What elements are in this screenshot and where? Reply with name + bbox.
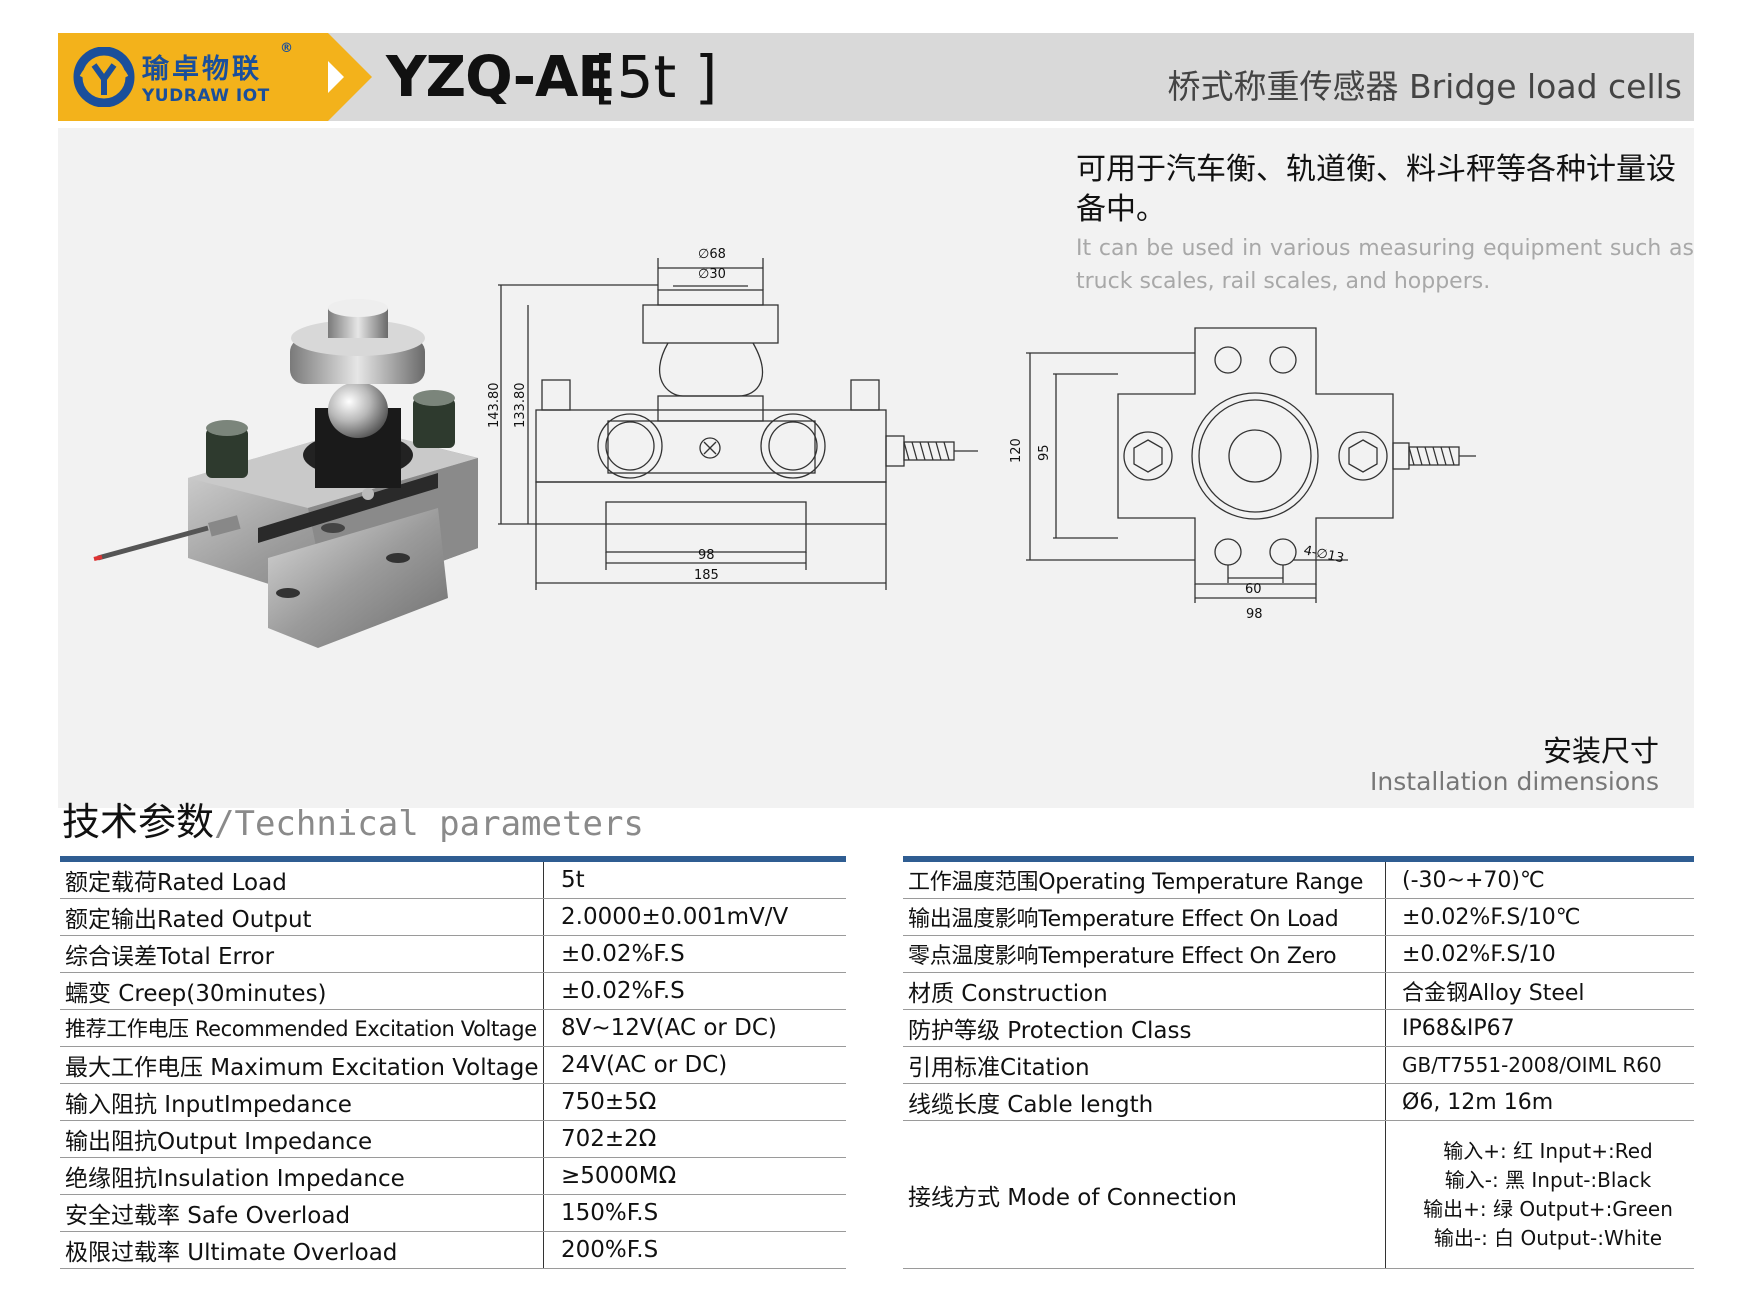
spec-value: 750±5Ω bbox=[561, 1089, 657, 1115]
spec-label: 额定输出Rated Output bbox=[60, 899, 544, 935]
spec-table-right: 工作温度范围Operating Temperature Range (-30~+7… bbox=[903, 856, 1694, 1269]
table-row: 线缆长度 Cable length Ø6, 12m 16m bbox=[903, 1084, 1694, 1121]
spec-table-left: 额定载荷Rated Load 5t 额定输出Rated Output 2.0000±… bbox=[60, 856, 846, 1269]
table-row: 引用标准Citation GB/T7551-2008/OIML R60 bbox=[903, 1047, 1694, 1084]
spec-value: (-30~+70)℃ bbox=[1402, 867, 1545, 893]
table-row: 工作温度范围Operating Temperature Range (-30~+7… bbox=[903, 862, 1694, 899]
table-row-connection: 接线方式 Mode of Connection 输入+: 红 Input+:Re… bbox=[903, 1121, 1694, 1269]
dim-base-inner: 98 bbox=[698, 548, 715, 563]
spec-value: ≥5000MΩ bbox=[561, 1163, 677, 1189]
spec-value: Ø6, 12m 16m bbox=[1402, 1089, 1554, 1115]
dim-hole-spacing: 60 bbox=[1245, 582, 1262, 597]
spec-label: 推荐工作电压 Recommended Excitation Voltage bbox=[60, 1010, 544, 1046]
tech-title-cn: 技术参数 bbox=[62, 800, 215, 844]
spec-label: 额定载荷Rated Load bbox=[60, 862, 544, 898]
header-band: 瑜卓物联 ® YUDRAW IOT YZQ-AE [5t ] 桥式称重传感器 B… bbox=[58, 33, 1694, 121]
product-category: 桥式称重传感器 Bridge load cells bbox=[1167, 67, 1682, 106]
table-row: 零点温度影响Temperature Effect On Zero ±0.02%F.… bbox=[903, 936, 1694, 973]
spec-label: 引用标准Citation bbox=[903, 1047, 1386, 1083]
product-panel: ∅68 ∅30 143.80 133.80 98 185 bbox=[58, 128, 1694, 808]
spec-label: 材质 Construction bbox=[903, 973, 1386, 1009]
spec-value: 5t bbox=[561, 867, 585, 893]
table-row: 额定载荷Rated Load 5t bbox=[60, 862, 846, 899]
spec-label: 零点温度影响Temperature Effect On Zero bbox=[903, 936, 1386, 972]
spec-label: 输入阻抗 InputImpedance bbox=[60, 1084, 544, 1120]
tech-params-title: 技术参数/Technical parameters bbox=[62, 791, 644, 846]
spec-value: 2.0000±0.001mV/V bbox=[561, 904, 789, 930]
dim-height-inner: 133.80 bbox=[513, 383, 528, 429]
description-en: It can be used in various measuring equi… bbox=[1076, 236, 1694, 294]
product-illustrations: ∅68 ∅30 143.80 133.80 98 185 bbox=[93, 247, 1476, 648]
table-row: 绝缘阻抗Insulation Impedance ≥5000MΩ bbox=[60, 1158, 846, 1195]
top-view-drawing bbox=[1026, 327, 1476, 603]
wire-output-plus: 输出+: 绿 Output+:Green bbox=[1423, 1197, 1673, 1221]
wire-input-minus: 输入-: 黑 Input-:Black bbox=[1444, 1168, 1652, 1192]
brand-logo-icon bbox=[73, 47, 135, 107]
table-row: 输出温度影响Temperature Effect On Load ±0.02%F.… bbox=[903, 899, 1694, 936]
spec-label: 接线方式 Mode of Connection bbox=[903, 1121, 1386, 1268]
table-row: 额定输出Rated Output 2.0000±0.001mV/V bbox=[60, 899, 846, 936]
spec-value: ±0.02%F.S/10 bbox=[1402, 941, 1556, 967]
spec-value: 合金钢Alloy Steel bbox=[1402, 981, 1585, 1006]
spec-value: 8V~12V(AC or DC) bbox=[561, 1015, 777, 1041]
dim-top-outer: ∅68 bbox=[698, 247, 726, 262]
wire-color-list: 输入+: 红 Input+:Red 输入-: 黑 Input-:Black 输出… bbox=[1386, 1121, 1694, 1268]
model-load: [5t ] bbox=[594, 43, 718, 111]
table-row: 极限过载率 Ultimate Overload 200%F.S bbox=[60, 1232, 846, 1269]
table-row: 蠕变 Creep(30minutes) ±0.02%F.S bbox=[60, 973, 846, 1010]
dim-base-outer: 185 bbox=[694, 568, 719, 583]
wire-input-plus: 输入+: 红 Input+:Red bbox=[1443, 1139, 1653, 1163]
spec-label: 工作温度范围Operating Temperature Range bbox=[903, 862, 1386, 898]
spec-label: 最大工作电压 Maximum Excitation Voltage bbox=[60, 1047, 544, 1083]
spec-label: 安全过载率 Safe Overload bbox=[60, 1195, 544, 1231]
load-cell-photo bbox=[93, 299, 478, 648]
dim-hole-count: 4-∅13 bbox=[1302, 543, 1345, 566]
spec-value: ±0.02%F.S bbox=[561, 941, 685, 967]
chevron-inner-icon bbox=[328, 61, 344, 93]
wire-output-minus: 输出-: 白 Output-:White bbox=[1433, 1226, 1663, 1250]
table-row: 最大工作电压 Maximum Excitation Voltage 24V(AC … bbox=[60, 1047, 846, 1084]
table-row: 材质 Construction 合金钢Alloy Steel bbox=[903, 973, 1694, 1010]
spec-value: 200%F.S bbox=[561, 1237, 659, 1263]
installation-title-cn: 安装尺寸 bbox=[1542, 734, 1659, 768]
table-row: 输入阻抗 InputImpedance 750±5Ω bbox=[60, 1084, 846, 1121]
spec-label: 极限过载率 Ultimate Overload bbox=[60, 1232, 544, 1268]
spec-label: 输出温度影响Temperature Effect On Load bbox=[903, 899, 1386, 935]
spec-value: 702±2Ω bbox=[561, 1126, 657, 1152]
registered-mark: ® bbox=[280, 41, 293, 56]
spec-value: IP68&IP67 bbox=[1402, 1015, 1515, 1041]
brand-name-en: YUDRAW IOT bbox=[142, 86, 270, 106]
spec-label: 防护等级 Protection Class bbox=[903, 1010, 1386, 1046]
brand-name-cn: 瑜卓物联 bbox=[142, 54, 262, 85]
installation-title-en: Installation dimensions bbox=[1370, 767, 1659, 796]
spec-value: ±0.02%F.S bbox=[561, 978, 685, 1004]
spec-value: ±0.02%F.S/10℃ bbox=[1402, 904, 1581, 930]
spec-label: 综合误差Total Error bbox=[60, 936, 544, 972]
dim-height-outer: 143.80 bbox=[487, 383, 502, 429]
table-row: 防护等级 Protection Class IP68&IP67 bbox=[903, 1010, 1694, 1047]
tech-title-en: /Technical parameters bbox=[214, 804, 644, 844]
spec-label: 线缆长度 Cable length bbox=[903, 1084, 1386, 1120]
table-row: 综合误差Total Error ±0.02%F.S bbox=[60, 936, 846, 973]
spec-label: 蠕变 Creep(30minutes) bbox=[60, 973, 544, 1009]
brand-logo: 瑜卓物联 ® YUDRAW IOT bbox=[58, 33, 328, 121]
description-cn: 可用于汽车衡、轨道衡、料斗秤等各种计量设备中。 bbox=[1076, 152, 1676, 227]
table-row: 推荐工作电压 Recommended Excitation Voltage 8V~… bbox=[60, 1010, 846, 1047]
spec-label: 输出阻抗Output Impedance bbox=[60, 1121, 544, 1157]
dim-top-width: 98 bbox=[1246, 607, 1263, 622]
spec-value: 24V(AC or DC) bbox=[561, 1052, 728, 1078]
dim-top-inner: ∅30 bbox=[698, 267, 726, 282]
spec-value: GB/T7551-2008/OIML R60 bbox=[1402, 1053, 1662, 1077]
model-name: YZQ-AE bbox=[386, 45, 616, 110]
side-view-drawing bbox=[498, 258, 978, 590]
table-row: 安全过载率 Safe Overload 150%F.S bbox=[60, 1195, 846, 1232]
dim-top-height-outer: 120 bbox=[1009, 438, 1024, 463]
spec-label: 绝缘阻抗Insulation Impedance bbox=[60, 1158, 544, 1194]
spec-value: 150%F.S bbox=[561, 1200, 659, 1226]
table-row: 输出阻抗Output Impedance 702±2Ω bbox=[60, 1121, 846, 1158]
dim-top-height-inner: 95 bbox=[1037, 444, 1052, 461]
